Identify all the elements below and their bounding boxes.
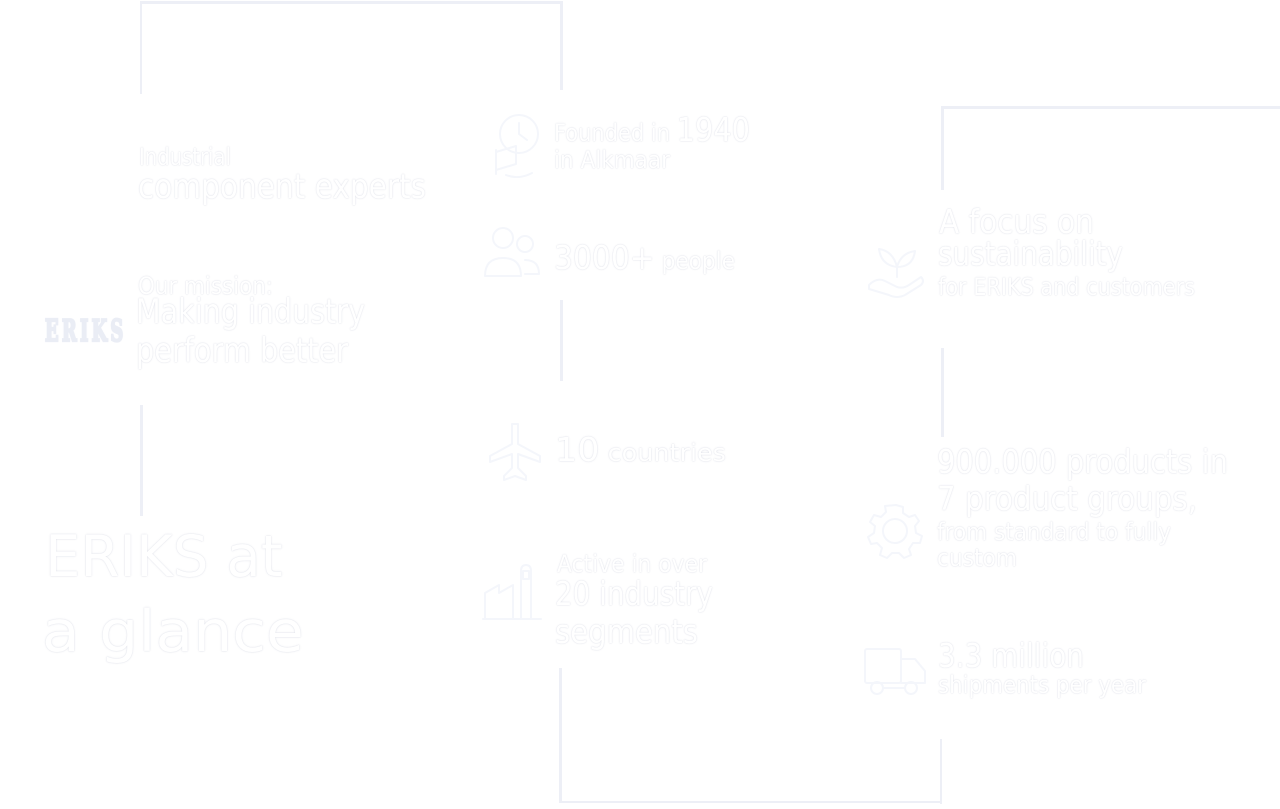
fact-products-line1: 900.000 products in	[936, 441, 1228, 481]
plant-hand-icon	[863, 233, 931, 301]
fact-sustainability-line2: sustainability	[938, 234, 1124, 274]
people-icon	[481, 224, 543, 280]
fact-countries-big-segment: 10	[555, 429, 600, 469]
gear-icon	[865, 500, 927, 560]
mission-eyebrow: Our mission:	[138, 271, 274, 300]
truck-icon	[863, 641, 929, 699]
fact-segments-line1: Active in over	[557, 550, 707, 579]
fact-products-line2: 7 product groups,	[936, 478, 1197, 518]
fact-products-line3: from standard to fully	[936, 518, 1171, 546]
fact-sustainability-line1: A focus on	[938, 201, 1094, 241]
fact-sustainability-line3: for ERIKS and customers	[938, 272, 1195, 301]
fact-founded-pre-segment: Founded in	[554, 118, 677, 147]
fact-segments-big_rest-segment: industry	[590, 573, 713, 613]
tile-frame-top-left-v2	[560, 1, 563, 91]
frame-segment-right-column	[941, 348, 944, 437]
fact-shipments-line1: 3.3 million	[937, 635, 1084, 675]
flag-icon	[486, 112, 544, 178]
fact-people-small-segment: people	[654, 247, 736, 276]
fact-countries: 10 countries	[555, 429, 726, 469]
hero-eyebrow: Industrial	[139, 142, 231, 171]
factory-icon	[481, 557, 543, 623]
fact-products-line4: custom	[936, 543, 1017, 572]
eriks-logo[interactable]: ERIKS	[44, 313, 127, 349]
fact-shipments-line2: shipments per year	[937, 671, 1146, 700]
glance-heading-line1: ERIKS at	[44, 524, 283, 591]
hero-title: component experts	[137, 167, 426, 208]
frame-segment-mid-left	[560, 300, 563, 381]
tile-frame-right-h	[941, 106, 1280, 109]
glance-heading-line2: a glance	[42, 599, 304, 666]
airplane-icon	[482, 420, 546, 484]
tile-frame-top-left-v1	[139, 1, 143, 95]
tile-frame-right-v	[941, 106, 944, 191]
fact-countries-small-segment: countries	[599, 438, 726, 467]
fact-founded-big-segment: 1940	[676, 109, 751, 149]
fact-founded-line2: in Alkmaar	[554, 146, 670, 175]
fact-people-big-segment: 3000+	[554, 238, 655, 278]
fact-people: 3000+ people	[554, 239, 735, 277]
fact-segments-big-segment: 20	[555, 573, 591, 613]
fact-segments-line3: segments	[555, 612, 698, 652]
mission-title-line1: Making industry	[136, 291, 366, 332]
mission-title-line2: perform better	[136, 331, 349, 372]
fact-founded-line1: Founded in 1940	[554, 109, 751, 149]
tile-frame-bottom-h	[559, 800, 943, 804]
frame-segment-left-column	[140, 405, 143, 516]
fact-segments-line2: 20 industry	[555, 573, 713, 613]
tile-frame-bottom-v2	[939, 739, 943, 804]
tile-frame-bottom-v1	[559, 668, 562, 803]
tile-frame-top-left-h	[140, 1, 562, 4]
